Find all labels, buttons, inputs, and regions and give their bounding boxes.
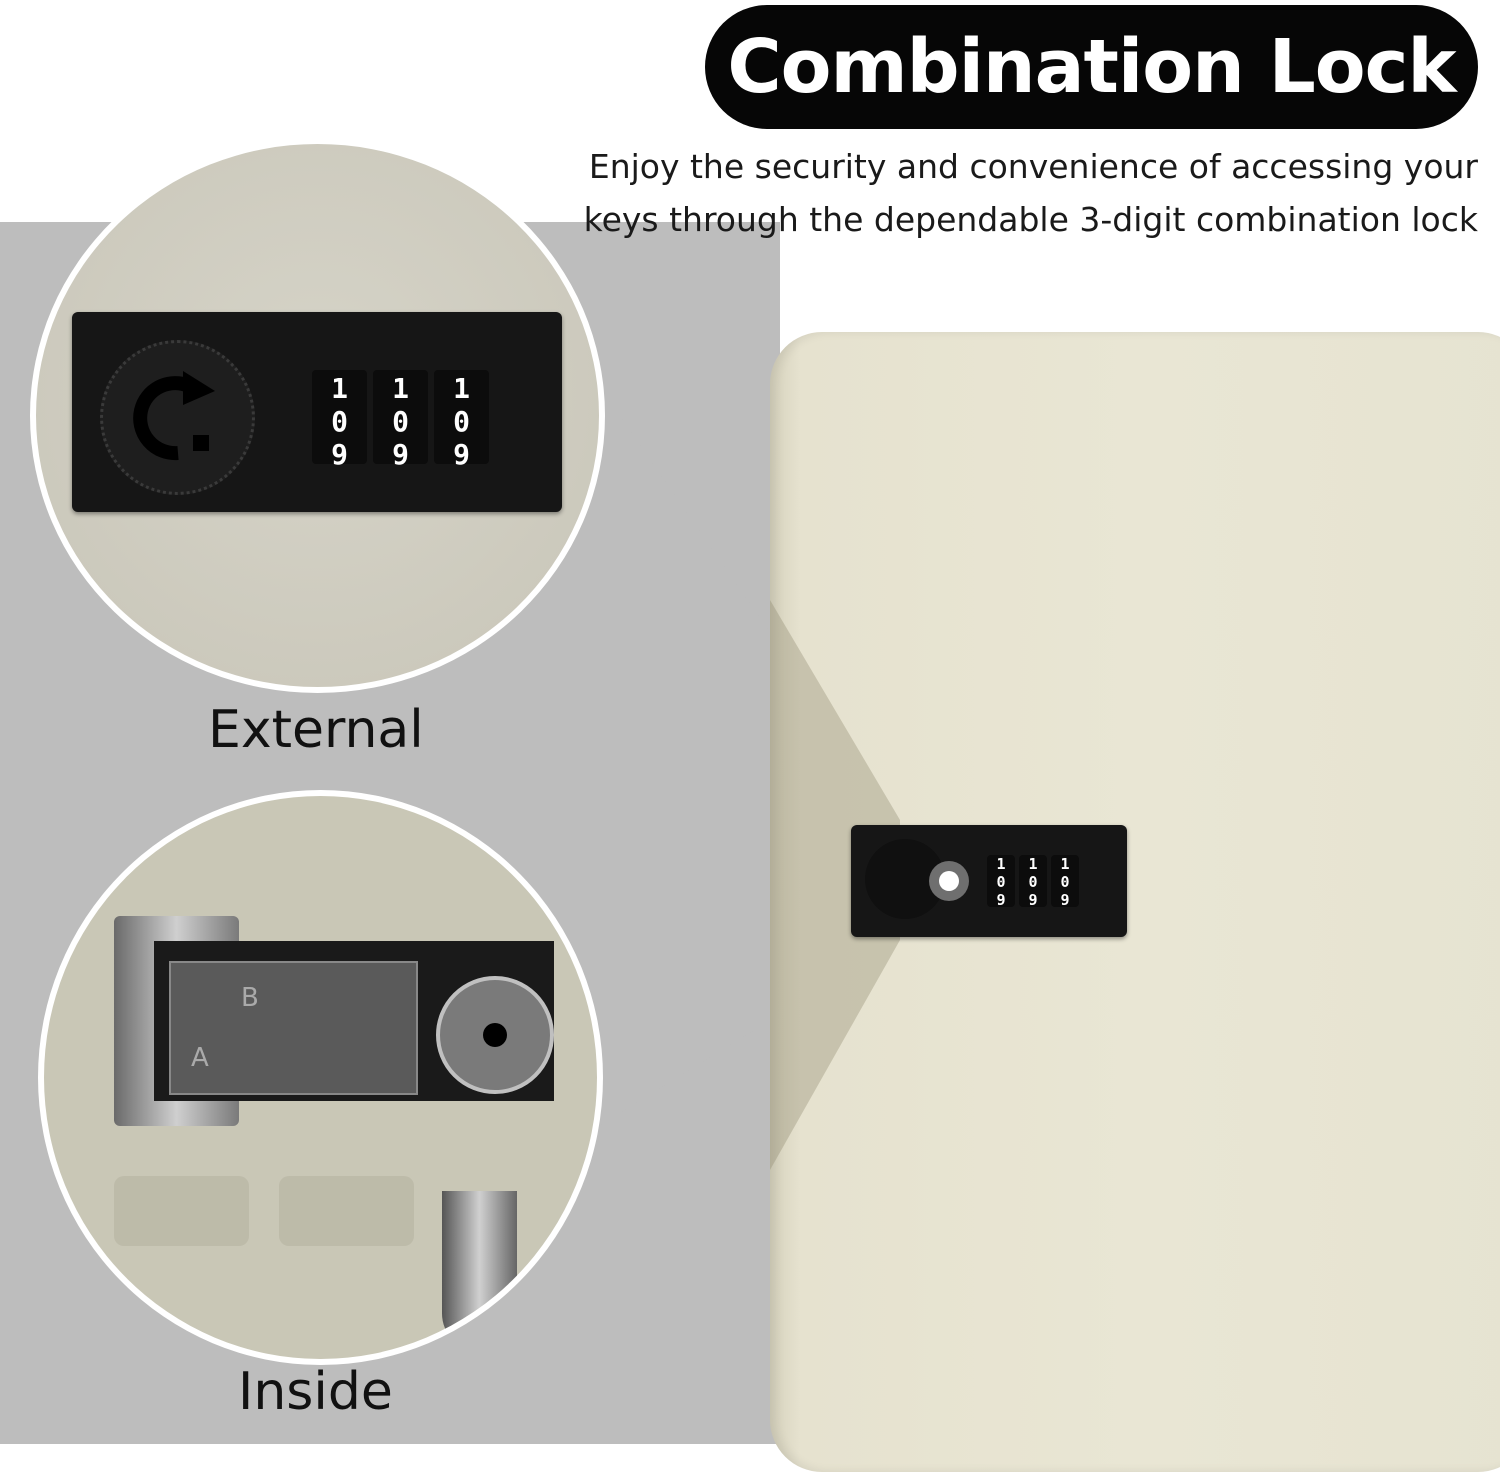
hook-tab bbox=[279, 1176, 414, 1246]
lock-cam bbox=[436, 976, 554, 1094]
rotate-arrow-icon bbox=[133, 371, 215, 461]
marking-a: A bbox=[191, 1043, 209, 1073]
subtitle-line-1: Enjoy the security and convenience of ac… bbox=[588, 147, 1478, 186]
inside-view-circle: B A bbox=[38, 790, 603, 1365]
combination-wheel: 1 0 9 bbox=[1019, 855, 1047, 909]
combination-wheel: 1 0 9 bbox=[373, 370, 428, 471]
combination-wheel: 1 0 9 bbox=[987, 855, 1015, 909]
key-hook-tabs bbox=[114, 1176, 414, 1256]
subtitle: Enjoy the security and convenience of ac… bbox=[518, 140, 1478, 246]
combination-wheels: 1 0 9 1 0 9 1 0 9 bbox=[312, 370, 489, 471]
combination-wheel: 1 0 9 bbox=[1051, 855, 1079, 909]
latch-bar bbox=[442, 1191, 517, 1351]
hook-tab bbox=[114, 1176, 249, 1246]
external-combination-lock: 1 0 9 1 0 9 1 0 9 bbox=[72, 312, 562, 512]
inside-label: Inside bbox=[238, 1362, 393, 1422]
subtitle-line-2: keys through the dependable 3-digit comb… bbox=[583, 200, 1478, 239]
lock-mechanism: B A bbox=[114, 916, 554, 1126]
combination-wheel: 1 0 9 bbox=[312, 370, 367, 471]
external-view-circle: 1 0 9 1 0 9 1 0 9 bbox=[30, 138, 605, 693]
lock-indicator-dot-icon bbox=[929, 861, 969, 901]
marking-b: B bbox=[241, 983, 259, 1013]
page-title: Combination Lock bbox=[727, 24, 1456, 110]
title-badge: Combination Lock bbox=[705, 5, 1478, 129]
external-label: External bbox=[208, 700, 424, 760]
combination-wheel: 1 0 9 bbox=[434, 370, 489, 471]
lock-dial bbox=[100, 340, 255, 495]
product-combination-lock: 1 0 9 1 0 9 1 0 9 bbox=[851, 825, 1127, 937]
combination-wheels: 1 0 9 1 0 9 1 0 9 bbox=[987, 855, 1079, 909]
mechanism-plate: B A bbox=[169, 961, 418, 1095]
